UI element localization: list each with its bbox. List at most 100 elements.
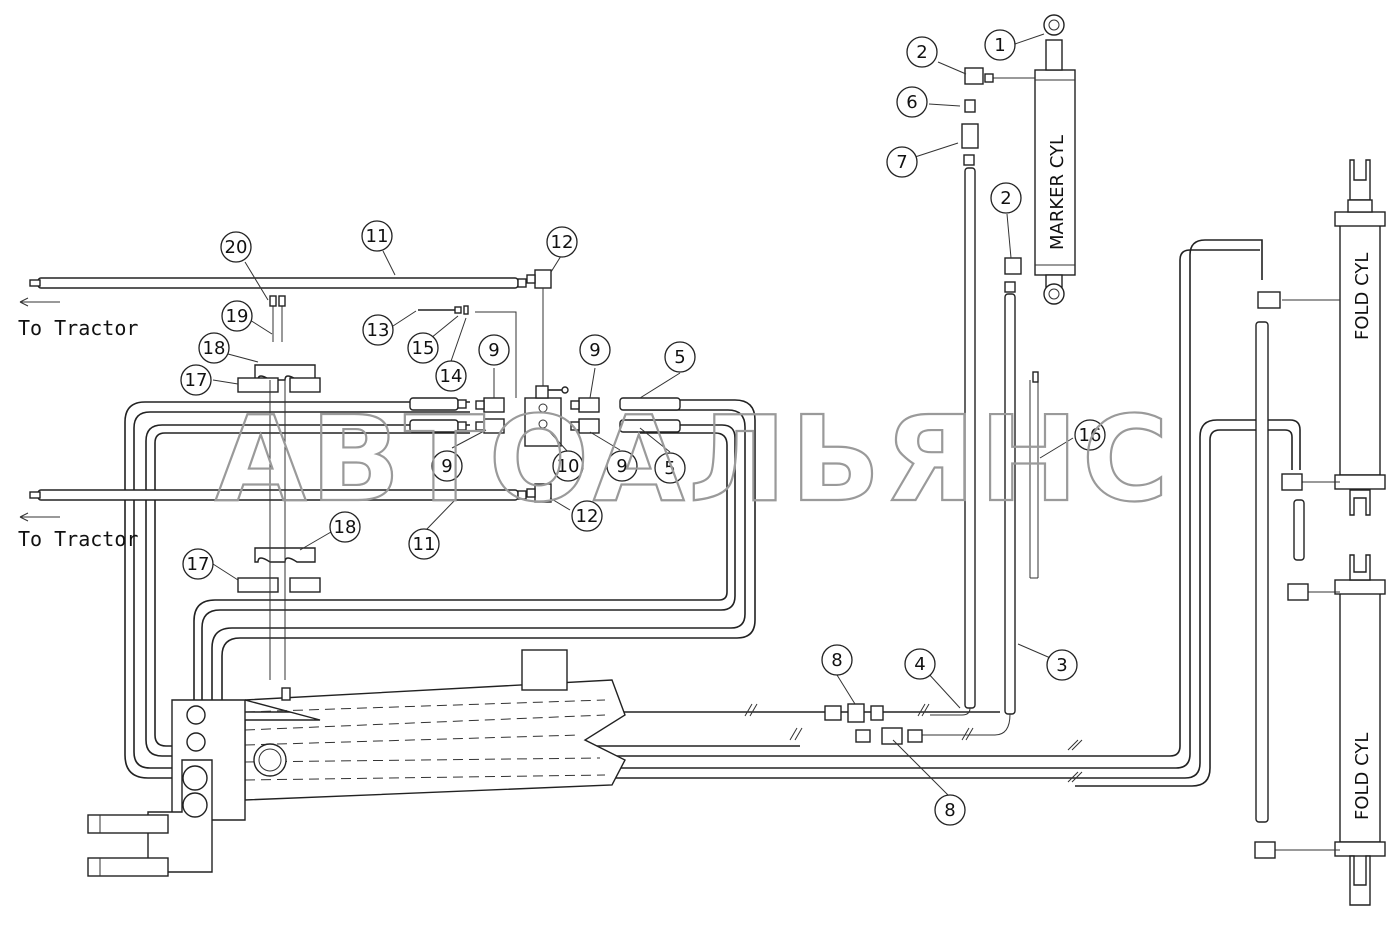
callout-c11a: 11	[361, 220, 393, 252]
callout-circle	[329, 511, 361, 543]
callout-number: 11	[413, 534, 436, 555]
hose-loops	[124, 239, 1301, 787]
callout-circle	[934, 794, 966, 826]
callout-circle	[896, 86, 928, 118]
callout-number: 2	[1000, 188, 1011, 209]
callout-number: 2	[916, 42, 927, 63]
callout-circle	[571, 500, 603, 532]
callout-number: 7	[896, 152, 907, 173]
to-tractor-label-lower: To Tractor	[18, 527, 138, 551]
callout-number: 12	[551, 232, 574, 253]
callout-c5a: 5	[664, 341, 696, 373]
callout-number: 9	[441, 456, 452, 477]
fold-cylinders	[1254, 159, 1386, 906]
callout-number: 17	[185, 370, 208, 391]
callout-number: 10	[557, 456, 580, 477]
callout-number: 8	[944, 800, 955, 821]
callout-c18b: 18	[329, 511, 361, 543]
callout-c2a: 2	[906, 36, 938, 68]
callout-circle	[220, 231, 252, 263]
callout-c15: 15	[407, 332, 439, 364]
callout-c9a: 9	[478, 334, 510, 366]
callout-c17b: 17	[182, 548, 214, 580]
callout-c6: 6	[896, 86, 928, 118]
callout-number: 8	[831, 650, 842, 671]
callout-number: 16	[1079, 425, 1102, 446]
callout-circle	[1046, 649, 1078, 681]
callout-c2b: 2	[990, 182, 1022, 214]
callout-circle	[431, 450, 463, 482]
callout-circle	[664, 341, 696, 373]
callout-circle	[546, 226, 578, 258]
callout-c11b: 11	[408, 528, 440, 560]
callout-circle	[904, 648, 936, 680]
clamp-assembly	[237, 295, 321, 680]
to-tractor-label-upper: To Tractor	[18, 316, 138, 340]
callout-number: 1	[994, 35, 1005, 56]
callout-number: 9	[589, 340, 600, 361]
watermark-text: АВТОАЛЬЯНС	[215, 390, 1173, 528]
callout-circle	[407, 332, 439, 364]
callout-circle	[221, 300, 253, 332]
callout-c12b: 12	[571, 500, 603, 532]
valve-manifold	[409, 269, 681, 503]
callout-number: 13	[367, 320, 390, 341]
callout-c12a: 12	[546, 226, 578, 258]
callout-number: 15	[412, 338, 435, 359]
callout-number: 17	[187, 554, 210, 575]
callout-number: 3	[1056, 655, 1067, 676]
callout-c7: 7	[886, 146, 918, 178]
callout-c9c: 9	[431, 450, 463, 482]
marker-cyl-label: MARKER CYL	[1047, 135, 1068, 250]
callout-number: 19	[226, 306, 249, 327]
callout-circle	[435, 360, 467, 392]
fold-cyl-label-lower: FOLD CYL	[1352, 733, 1373, 820]
callout-c20: 20	[220, 231, 252, 263]
callout-circle	[478, 334, 510, 366]
callout-circle	[990, 182, 1022, 214]
marker-cylinder	[920, 14, 1076, 736]
callout-c16: 16	[1074, 419, 1106, 451]
callout-circle	[361, 220, 393, 252]
callout-number: 11	[366, 226, 389, 247]
callout-circle	[198, 332, 230, 364]
callout-circle	[1074, 419, 1106, 451]
callout-number: 5	[664, 458, 675, 479]
callout-circle	[606, 450, 638, 482]
callout-number: 5	[674, 347, 685, 368]
frame-bracket	[87, 649, 626, 877]
tractor-hoses	[19, 277, 527, 522]
callout-number: 9	[488, 340, 499, 361]
callout-circle	[579, 334, 611, 366]
callout-circle	[182, 548, 214, 580]
callout-c4: 4	[904, 648, 936, 680]
callout-c13: 13	[362, 314, 394, 346]
callout-c19: 19	[221, 300, 253, 332]
callout-leaders	[212, 33, 1074, 796]
callout-circle	[362, 314, 394, 346]
callout-circle	[180, 364, 212, 396]
callout-circle	[906, 36, 938, 68]
callout-circle	[984, 29, 1016, 61]
callout-number: 14	[440, 366, 463, 387]
callout-number: 18	[334, 517, 357, 538]
callout-c18a: 18	[198, 332, 230, 364]
callout-c3: 3	[1046, 649, 1078, 681]
callout-c1: 1	[984, 29, 1016, 61]
callout-number: 18	[203, 338, 226, 359]
callout-number: 12	[576, 506, 599, 527]
callout-circle	[821, 644, 853, 676]
callout-c17a: 17	[180, 364, 212, 396]
callout-number: 20	[225, 237, 248, 258]
callout-c5b: 5	[654, 452, 686, 484]
callout-c9b: 9	[579, 334, 611, 366]
callout-number: 4	[914, 654, 925, 675]
callout-circle	[552, 450, 584, 482]
fold-cyl-label-upper: FOLD CYL	[1352, 253, 1373, 340]
callout-circle	[886, 146, 918, 178]
callout-circle	[408, 528, 440, 560]
callout-c8a: 8	[821, 644, 853, 676]
callout-circle	[654, 452, 686, 484]
